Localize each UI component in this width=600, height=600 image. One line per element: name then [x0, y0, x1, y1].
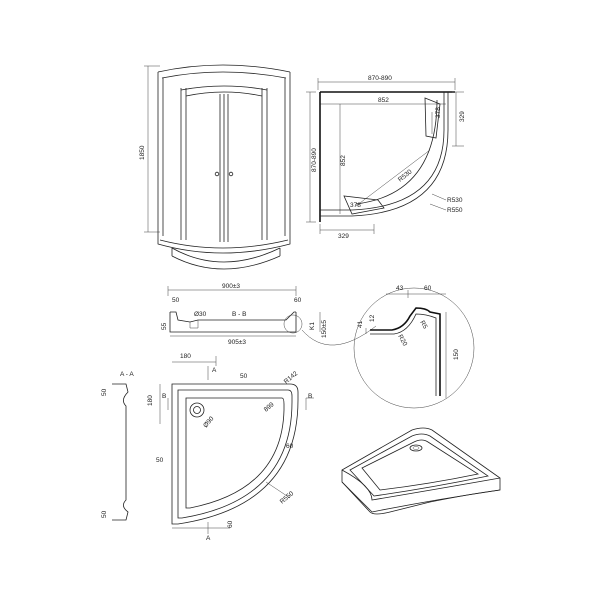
detail-outline-circle: [353, 287, 475, 409]
side-50-bottom: 50: [101, 510, 108, 518]
door-bottom-label: 329: [338, 233, 349, 240]
dim-50-left: 50: [156, 457, 164, 464]
section-a-top: A: [212, 367, 217, 374]
detail-dim-12: 12: [369, 314, 376, 322]
door-gap-top-label: 378: [435, 107, 442, 118]
section-inner-width: 905±3: [228, 339, 246, 346]
tray-section-bb-view: 900±3 50 60 55 Ø30 B - B 905±3 K1 150±5: [161, 283, 377, 346]
overall-width-label: 870-890: [368, 75, 392, 82]
door-handle-right: [228, 171, 234, 177]
inner-width-label: 852: [378, 97, 389, 104]
drain-label: Ø90: [202, 415, 216, 429]
front-elevation-view: 1850: [139, 64, 291, 270]
section-right-offset: 60: [294, 297, 302, 304]
dim-50-top: 50: [240, 373, 248, 380]
iso-drain: [409, 444, 423, 452]
detail-dim-60: 60: [424, 285, 432, 292]
drain-outer: [189, 402, 205, 418]
section-left-offset: 50: [172, 297, 180, 304]
side-50-top: 50: [101, 388, 108, 396]
section-foot-label: K1: [309, 322, 316, 330]
door-gap-bottom-label: 378: [350, 202, 361, 209]
section-b2-marker: B: [162, 393, 166, 400]
section-left-height: 55: [161, 322, 168, 330]
tray-isometric-view: [341, 427, 501, 515]
section-right-height: 150±5: [321, 320, 328, 338]
radius-diag-label: R530: [397, 168, 414, 183]
detail-radius-r20: R20: [396, 334, 408, 348]
height-dimension-label: 1850: [139, 145, 146, 160]
dim-60-right: 60: [286, 443, 294, 450]
tray-plan-view: A - A 50 50 180 50 R142 A 180 50 Ø90 899…: [101, 353, 314, 542]
section-drain-label: Ø30: [194, 311, 207, 318]
section-a-bottom: A: [206, 535, 211, 542]
door-handle-left: [214, 171, 220, 177]
detail-radius-r5: R5: [418, 320, 428, 331]
dim-899: 899: [263, 401, 276, 414]
dim-180-top: 180: [180, 353, 191, 360]
inner-depth-label: 852: [340, 155, 347, 166]
top-plan-view: 870-890 852 870-890 852 R530 329 378 378: [306, 75, 466, 240]
detail-dim-41: 41: [357, 320, 364, 328]
section-bb-title: B - B: [232, 311, 246, 318]
radius-r142: R142: [283, 370, 300, 386]
door-side-label: 329: [459, 111, 466, 122]
section-aa-title: A - A: [120, 371, 134, 378]
drain-inner: [193, 406, 201, 414]
radius-inner-label: R530: [447, 197, 463, 204]
section-width-label: 900±3: [222, 283, 240, 290]
dim-60-bottom: 60: [227, 520, 234, 528]
dim-180-left: 180: [147, 395, 154, 406]
section-b-marker: B: [308, 393, 312, 400]
detail-view: 43 60 41 12 R5 R20 150: [353, 285, 475, 409]
radius-outer-label: R550: [447, 207, 463, 214]
detail-dim-43: 43: [396, 285, 404, 292]
overall-depth-label: 870-890: [311, 148, 318, 172]
detail-height-150: 150: [453, 349, 460, 360]
